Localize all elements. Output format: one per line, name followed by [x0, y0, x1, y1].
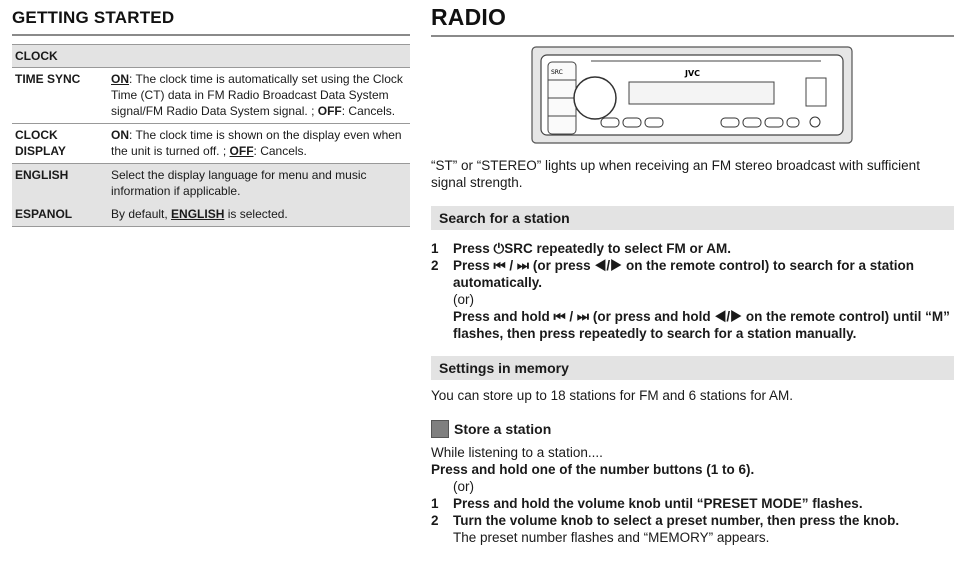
or-line: (or) — [431, 478, 954, 495]
settings-memory-heading: Settings in memory — [431, 356, 954, 380]
on-text: : The clock time is automatically set us… — [111, 72, 403, 118]
row-value: ON: The clock time is shown on the displ… — [111, 127, 407, 159]
or-line: (or) — [431, 291, 954, 308]
radio-panel: RADIO SRC JVC “ST” or “STEREO” lights up… — [431, 4, 954, 546]
table-row-espanol: ESPANOL By default, ENGLISH is selected. — [12, 203, 410, 227]
hold-instruction: Press and hold ⏮ / ⏭ (or press and hold … — [431, 308, 954, 342]
getting-started-panel: GETTING STARTED CLOCK TIME SYNC ON: The … — [12, 8, 410, 227]
step-text: Press ⏻SRC repeatedly to select FM or AM… — [453, 240, 954, 257]
stereo-indicator-note: “ST” or “STEREO” lights up when receivin… — [431, 158, 920, 190]
on-label: ON — [111, 128, 129, 142]
jvc-logo-text: JVC — [684, 69, 700, 78]
step-number: 2 — [431, 258, 439, 273]
getting-started-heading: GETTING STARTED — [12, 8, 175, 27]
memory-note-line: The preset number flashes and “MEMORY” a… — [431, 529, 954, 546]
step-text: Turn the volume knob to select a preset … — [453, 513, 900, 528]
or-text: (or) — [453, 479, 474, 494]
step-2: 2 Press ⏮ / ⏭ (or press ◀/▶ on the remot… — [431, 257, 954, 291]
or-text: (or) — [453, 292, 474, 307]
off-text: : Cancels. — [341, 104, 396, 118]
store-station-heading: Store a station — [431, 420, 954, 438]
src-button-label: SRC — [551, 69, 563, 76]
default-language: ENGLISH — [171, 207, 225, 221]
step-number: 1 — [431, 496, 439, 511]
section-square-icon — [431, 420, 449, 438]
step-1: 1 Press and hold the volume knob until “… — [431, 495, 954, 512]
table-header-clock: CLOCK — [12, 45, 410, 68]
off-label: OFF — [229, 144, 254, 158]
hold-text: Press and hold ⏮ / ⏭ (or press and hold … — [453, 309, 950, 341]
step-number: 2 — [431, 513, 439, 528]
store-steps: While listening to a station.... Press a… — [431, 444, 954, 546]
store-intro: While listening to a station.... — [431, 445, 603, 460]
table-row-clock-display: CLOCK DISPLAY ON: The clock time is show… — [12, 124, 410, 164]
on-text: : The clock time is shown on the display… — [111, 128, 402, 158]
search-station-heading: Search for a station — [431, 206, 954, 230]
text-post: is selected. — [224, 207, 288, 221]
row-value: Select the display language for menu and… — [111, 168, 367, 198]
off-text: : Cancels. — [253, 144, 307, 158]
row-key: CLOCK DISPLAY — [15, 128, 66, 158]
memory-note: The preset number flashes and “MEMORY” a… — [453, 530, 770, 545]
row-key: TIME SYNC — [15, 72, 81, 86]
car-stereo-illustration: SRC JVC — [531, 46, 853, 144]
step-text: Press ⏮ / ⏭ (or press ◀/▶ on the remote … — [453, 258, 914, 290]
row-key: ENGLISH — [15, 168, 69, 182]
step-1: 1 Press ⏻SRC repeatedly to select FM or … — [431, 240, 954, 257]
off-label: OFF — [317, 104, 342, 118]
clock-settings-table: CLOCK TIME SYNC ON: The clock time is au… — [12, 44, 410, 227]
heading-rule — [12, 34, 410, 36]
row-key: ESPANOL — [15, 207, 73, 221]
row-value: ON: The clock time is automatically set … — [111, 71, 407, 119]
store-station-title: Store a station — [454, 421, 552, 437]
row-value: By default, ENGLISH is selected. — [111, 206, 407, 222]
step-text-a: Press — [453, 241, 494, 256]
step-text-c: repeatedly to select FM or AM. — [532, 241, 732, 256]
search-steps: 1 Press ⏻SRC repeatedly to select FM or … — [431, 240, 954, 342]
memory-capacity-note: You can store up to 18 stations for FM a… — [431, 388, 793, 403]
radio-heading: RADIO — [431, 4, 507, 30]
heading-rule — [431, 35, 954, 37]
step-text: Press and hold the volume knob until “PR… — [453, 496, 863, 511]
step-2: 2 Turn the volume knob to select a prese… — [431, 512, 954, 529]
src-inline-label: ⏻SRC — [493, 241, 533, 256]
on-label: ON — [111, 72, 129, 86]
table-row-english: ENGLISH Select the display language for … — [12, 164, 410, 203]
step-number: 1 — [431, 241, 439, 256]
text-pre: By default, — [111, 207, 172, 221]
table-row-time-sync: TIME SYNC ON: The clock time is automati… — [12, 68, 410, 124]
store-press-hold: Press and hold one of the number buttons… — [431, 462, 755, 477]
